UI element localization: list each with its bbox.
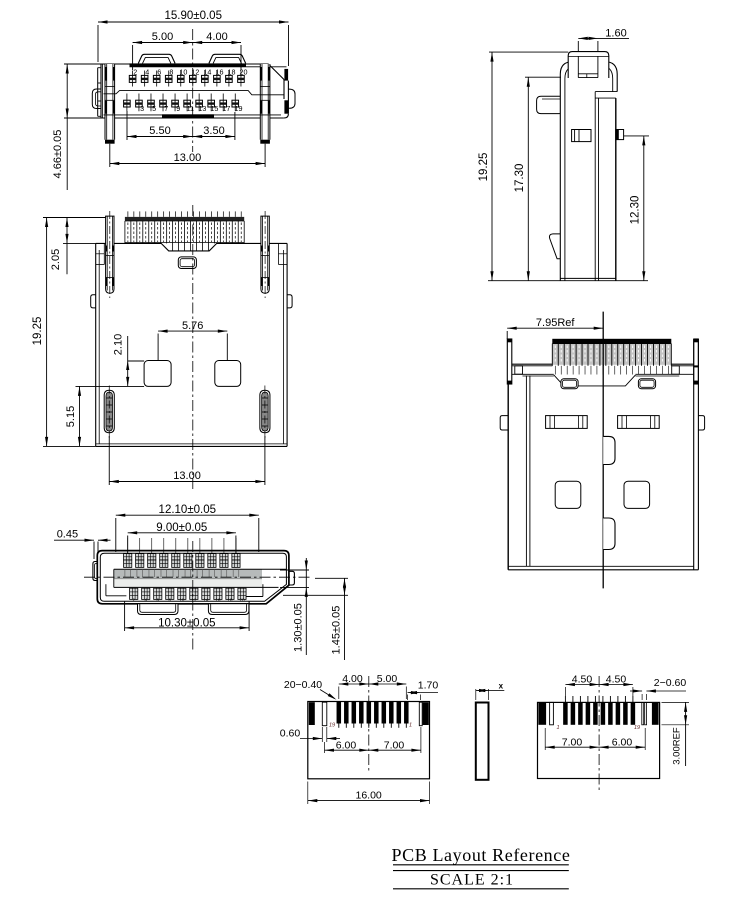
svg-text:18: 18	[227, 597, 233, 602]
svg-text:12.10±0.05: 12.10±0.05	[159, 504, 216, 516]
svg-text:6.00: 6.00	[612, 736, 633, 748]
svg-text:5.00: 5.00	[152, 31, 173, 43]
svg-text:10: 10	[179, 67, 187, 76]
svg-text:9.00±0.05: 9.00±0.05	[156, 522, 207, 534]
svg-text:0.45: 0.45	[57, 528, 78, 540]
svg-text:1.45±0.05: 1.45±0.05	[331, 606, 343, 655]
svg-text:13: 13	[198, 104, 206, 113]
svg-text:2−0.60: 2−0.60	[654, 677, 687, 689]
svg-text:SCALE 2:1: SCALE 2:1	[430, 872, 514, 889]
svg-text:6.00: 6.00	[336, 739, 357, 751]
svg-text:10: 10	[179, 597, 185, 602]
svg-text:17: 17	[222, 104, 230, 113]
svg-text:5.00: 5.00	[377, 673, 398, 685]
svg-text:5.76: 5.76	[182, 320, 203, 332]
svg-text:18: 18	[228, 67, 236, 76]
svg-text:7: 7	[164, 104, 168, 113]
svg-text:7.00: 7.00	[562, 736, 583, 748]
svg-text:19: 19	[329, 723, 335, 729]
svg-text:9: 9	[176, 104, 180, 113]
svg-text:6: 6	[156, 597, 159, 602]
svg-text:19.25: 19.25	[32, 317, 44, 346]
svg-text:5.50: 5.50	[149, 125, 170, 137]
svg-text:3.00REF: 3.00REF	[672, 727, 683, 765]
svg-text:1: 1	[409, 723, 412, 729]
svg-text:1.30±0.05: 1.30±0.05	[292, 603, 304, 652]
svg-text:20: 20	[239, 597, 245, 602]
svg-text:4.00: 4.00	[206, 31, 227, 43]
svg-text:12: 12	[191, 597, 197, 602]
svg-text:4.66±0.05: 4.66±0.05	[52, 130, 64, 179]
svg-text:4: 4	[144, 597, 147, 602]
svg-text:19: 19	[634, 725, 640, 731]
svg-text:5: 5	[152, 104, 156, 113]
svg-text:19: 19	[234, 104, 242, 113]
svg-text:12.30: 12.30	[630, 196, 642, 225]
svg-text:20−0.40: 20−0.40	[284, 679, 322, 691]
svg-text:14: 14	[203, 597, 209, 602]
svg-text:PCB Layout Reference: PCB Layout Reference	[392, 845, 571, 865]
svg-text:3: 3	[140, 104, 144, 113]
svg-text:4.50: 4.50	[606, 673, 627, 685]
svg-text:13.00: 13.00	[174, 152, 202, 164]
svg-text:4: 4	[145, 67, 149, 76]
svg-text:0.60: 0.60	[280, 728, 301, 740]
svg-text:2: 2	[133, 67, 137, 76]
svg-text:14: 14	[203, 67, 211, 76]
svg-text:1.70: 1.70	[418, 680, 439, 692]
svg-text:15: 15	[210, 104, 218, 113]
svg-text:2.10: 2.10	[112, 334, 124, 355]
svg-text:2.05: 2.05	[50, 249, 62, 270]
svg-text:13.00: 13.00	[173, 470, 201, 482]
svg-text:x: x	[499, 682, 504, 691]
svg-text:20: 20	[240, 67, 248, 76]
svg-text:15.90±0.05: 15.90±0.05	[165, 10, 222, 22]
svg-text:8: 8	[169, 597, 172, 602]
svg-text:7.00: 7.00	[384, 739, 405, 751]
svg-text:2: 2	[132, 597, 135, 602]
svg-text:10.30±0.05: 10.30±0.05	[158, 617, 215, 629]
svg-text:5.15: 5.15	[65, 406, 77, 427]
svg-text:17.30: 17.30	[514, 164, 526, 193]
svg-text:16: 16	[215, 597, 221, 602]
svg-text:12: 12	[191, 67, 199, 76]
svg-text:3.50: 3.50	[203, 125, 224, 137]
svg-text:19.25: 19.25	[478, 153, 490, 182]
svg-text:4.00: 4.00	[342, 673, 363, 685]
svg-text:6: 6	[157, 67, 161, 76]
svg-text:8: 8	[169, 67, 173, 76]
svg-text:11: 11	[187, 104, 194, 113]
svg-text:4.50: 4.50	[572, 673, 593, 685]
svg-text:16: 16	[215, 67, 223, 76]
svg-text:1.60: 1.60	[605, 27, 626, 39]
svg-text:16.00: 16.00	[356, 789, 382, 801]
svg-text:1: 1	[556, 725, 559, 731]
svg-text:7.95Ref: 7.95Ref	[536, 317, 575, 329]
